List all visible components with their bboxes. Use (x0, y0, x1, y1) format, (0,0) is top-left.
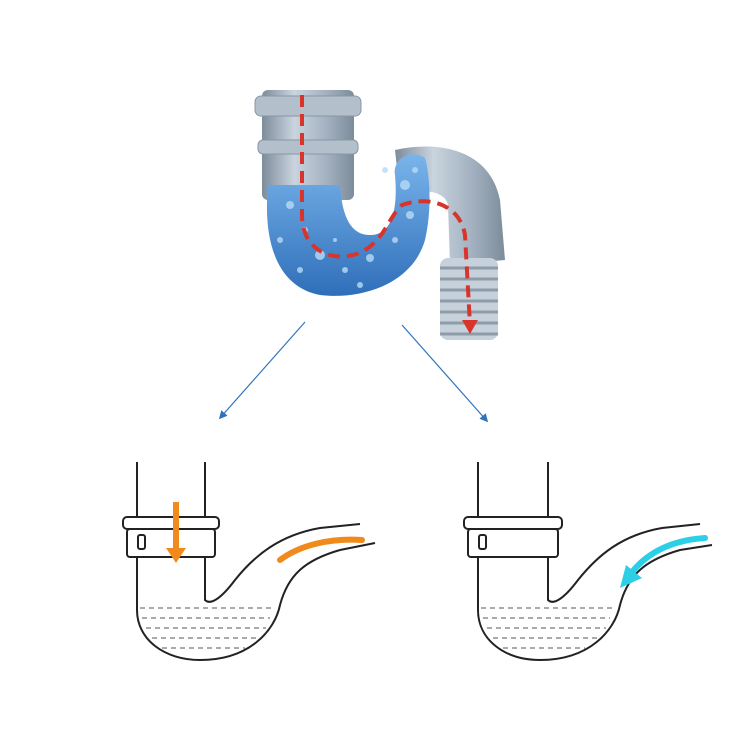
water-fill-lines (140, 607, 272, 649)
drain-trap-downflow-diagram (122, 462, 376, 662)
cyan-flow-arrow (620, 535, 708, 588)
inlet-collar (254, 95, 362, 117)
pointer-arrow-left (218, 321, 306, 420)
water-droplets (277, 167, 418, 288)
orange-flow-arrows (166, 502, 365, 563)
flow-arrow-head (462, 320, 478, 334)
p-trap-water-seal-illustration (254, 90, 505, 340)
collar-slot (478, 534, 487, 550)
inlet-collar-lower (257, 139, 359, 155)
water-u-bend (266, 154, 430, 296)
flow-path (300, 95, 472, 326)
water-fill-lines (481, 607, 612, 649)
pointer-arrow-right (401, 324, 489, 423)
collar-slot (137, 534, 146, 550)
drain-trap-odor-block-diagram (463, 462, 713, 662)
